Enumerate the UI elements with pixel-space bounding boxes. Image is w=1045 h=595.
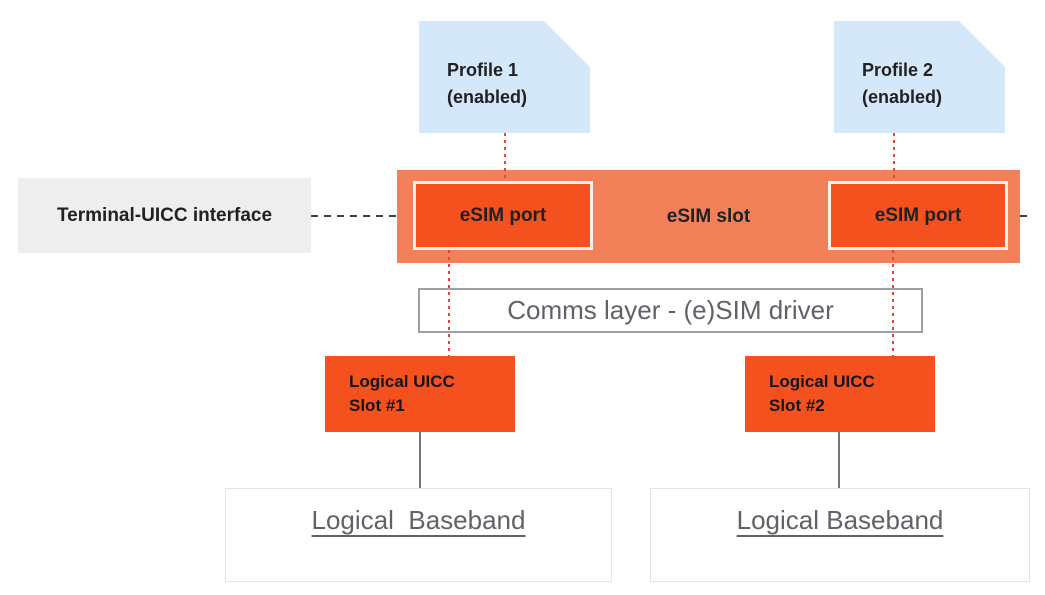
logical-uicc-slot-2-box: Logical UICC Slot #2 bbox=[745, 356, 935, 432]
logical-baseband-2-text: Logical Baseband bbox=[736, 505, 944, 535]
logical-baseband-1-text: Logical Baseband bbox=[311, 505, 526, 535]
profile2-to-port2-dotted-line bbox=[893, 133, 895, 181]
uiccslot2-to-baseband2-line bbox=[838, 432, 840, 488]
esim-port-1-box: eSIM port bbox=[413, 181, 593, 250]
terminal-to-slot-dashed-line bbox=[311, 215, 397, 217]
profile-2-state: (enabled) bbox=[862, 87, 943, 107]
port1-to-uiccslot1-dotted-line bbox=[448, 250, 450, 356]
uicc-slot-1-line2: Slot #1 bbox=[349, 396, 405, 415]
uicc-slot-2-line2: Slot #2 bbox=[769, 396, 825, 415]
slot-right-dashed-line bbox=[1020, 215, 1033, 217]
uicc-slot-1-line1: Logical UICC bbox=[349, 372, 455, 391]
esim-port-1-text: eSIM port bbox=[459, 204, 547, 226]
profile-1-state: (enabled) bbox=[447, 87, 528, 107]
logical-uicc-slot-1-box: Logical UICC Slot #1 bbox=[325, 356, 515, 432]
comms-layer-box: Comms layer - (e)SIM driver bbox=[418, 288, 923, 333]
terminal-uicc-interface-label: Terminal-UICC interface bbox=[18, 178, 311, 253]
port2-to-uiccslot2-dotted-line bbox=[892, 250, 894, 356]
profile-2-card: Profile 2 (enabled) bbox=[834, 21, 1005, 133]
logical-baseband-1-box: Logical Baseband bbox=[225, 488, 612, 582]
esim-port-2-text: eSIM port bbox=[874, 204, 962, 226]
logical-baseband-2-box: Logical Baseband bbox=[650, 488, 1030, 582]
profile1-to-port1-dotted-line bbox=[504, 133, 506, 181]
profile-1-title: Profile 1 bbox=[447, 60, 519, 80]
terminal-uicc-interface-text: Terminal-UICC interface bbox=[56, 204, 273, 226]
profile-1-card: Profile 1 (enabled) bbox=[419, 21, 590, 133]
uicc-slot-2-line1: Logical UICC bbox=[769, 372, 875, 391]
profile-2-title: Profile 2 bbox=[862, 60, 934, 80]
esim-port-2-box: eSIM port bbox=[828, 181, 1008, 250]
uiccslot1-to-baseband1-line bbox=[419, 432, 421, 488]
comms-layer-text: Comms layer - (e)SIM driver bbox=[507, 295, 834, 325]
